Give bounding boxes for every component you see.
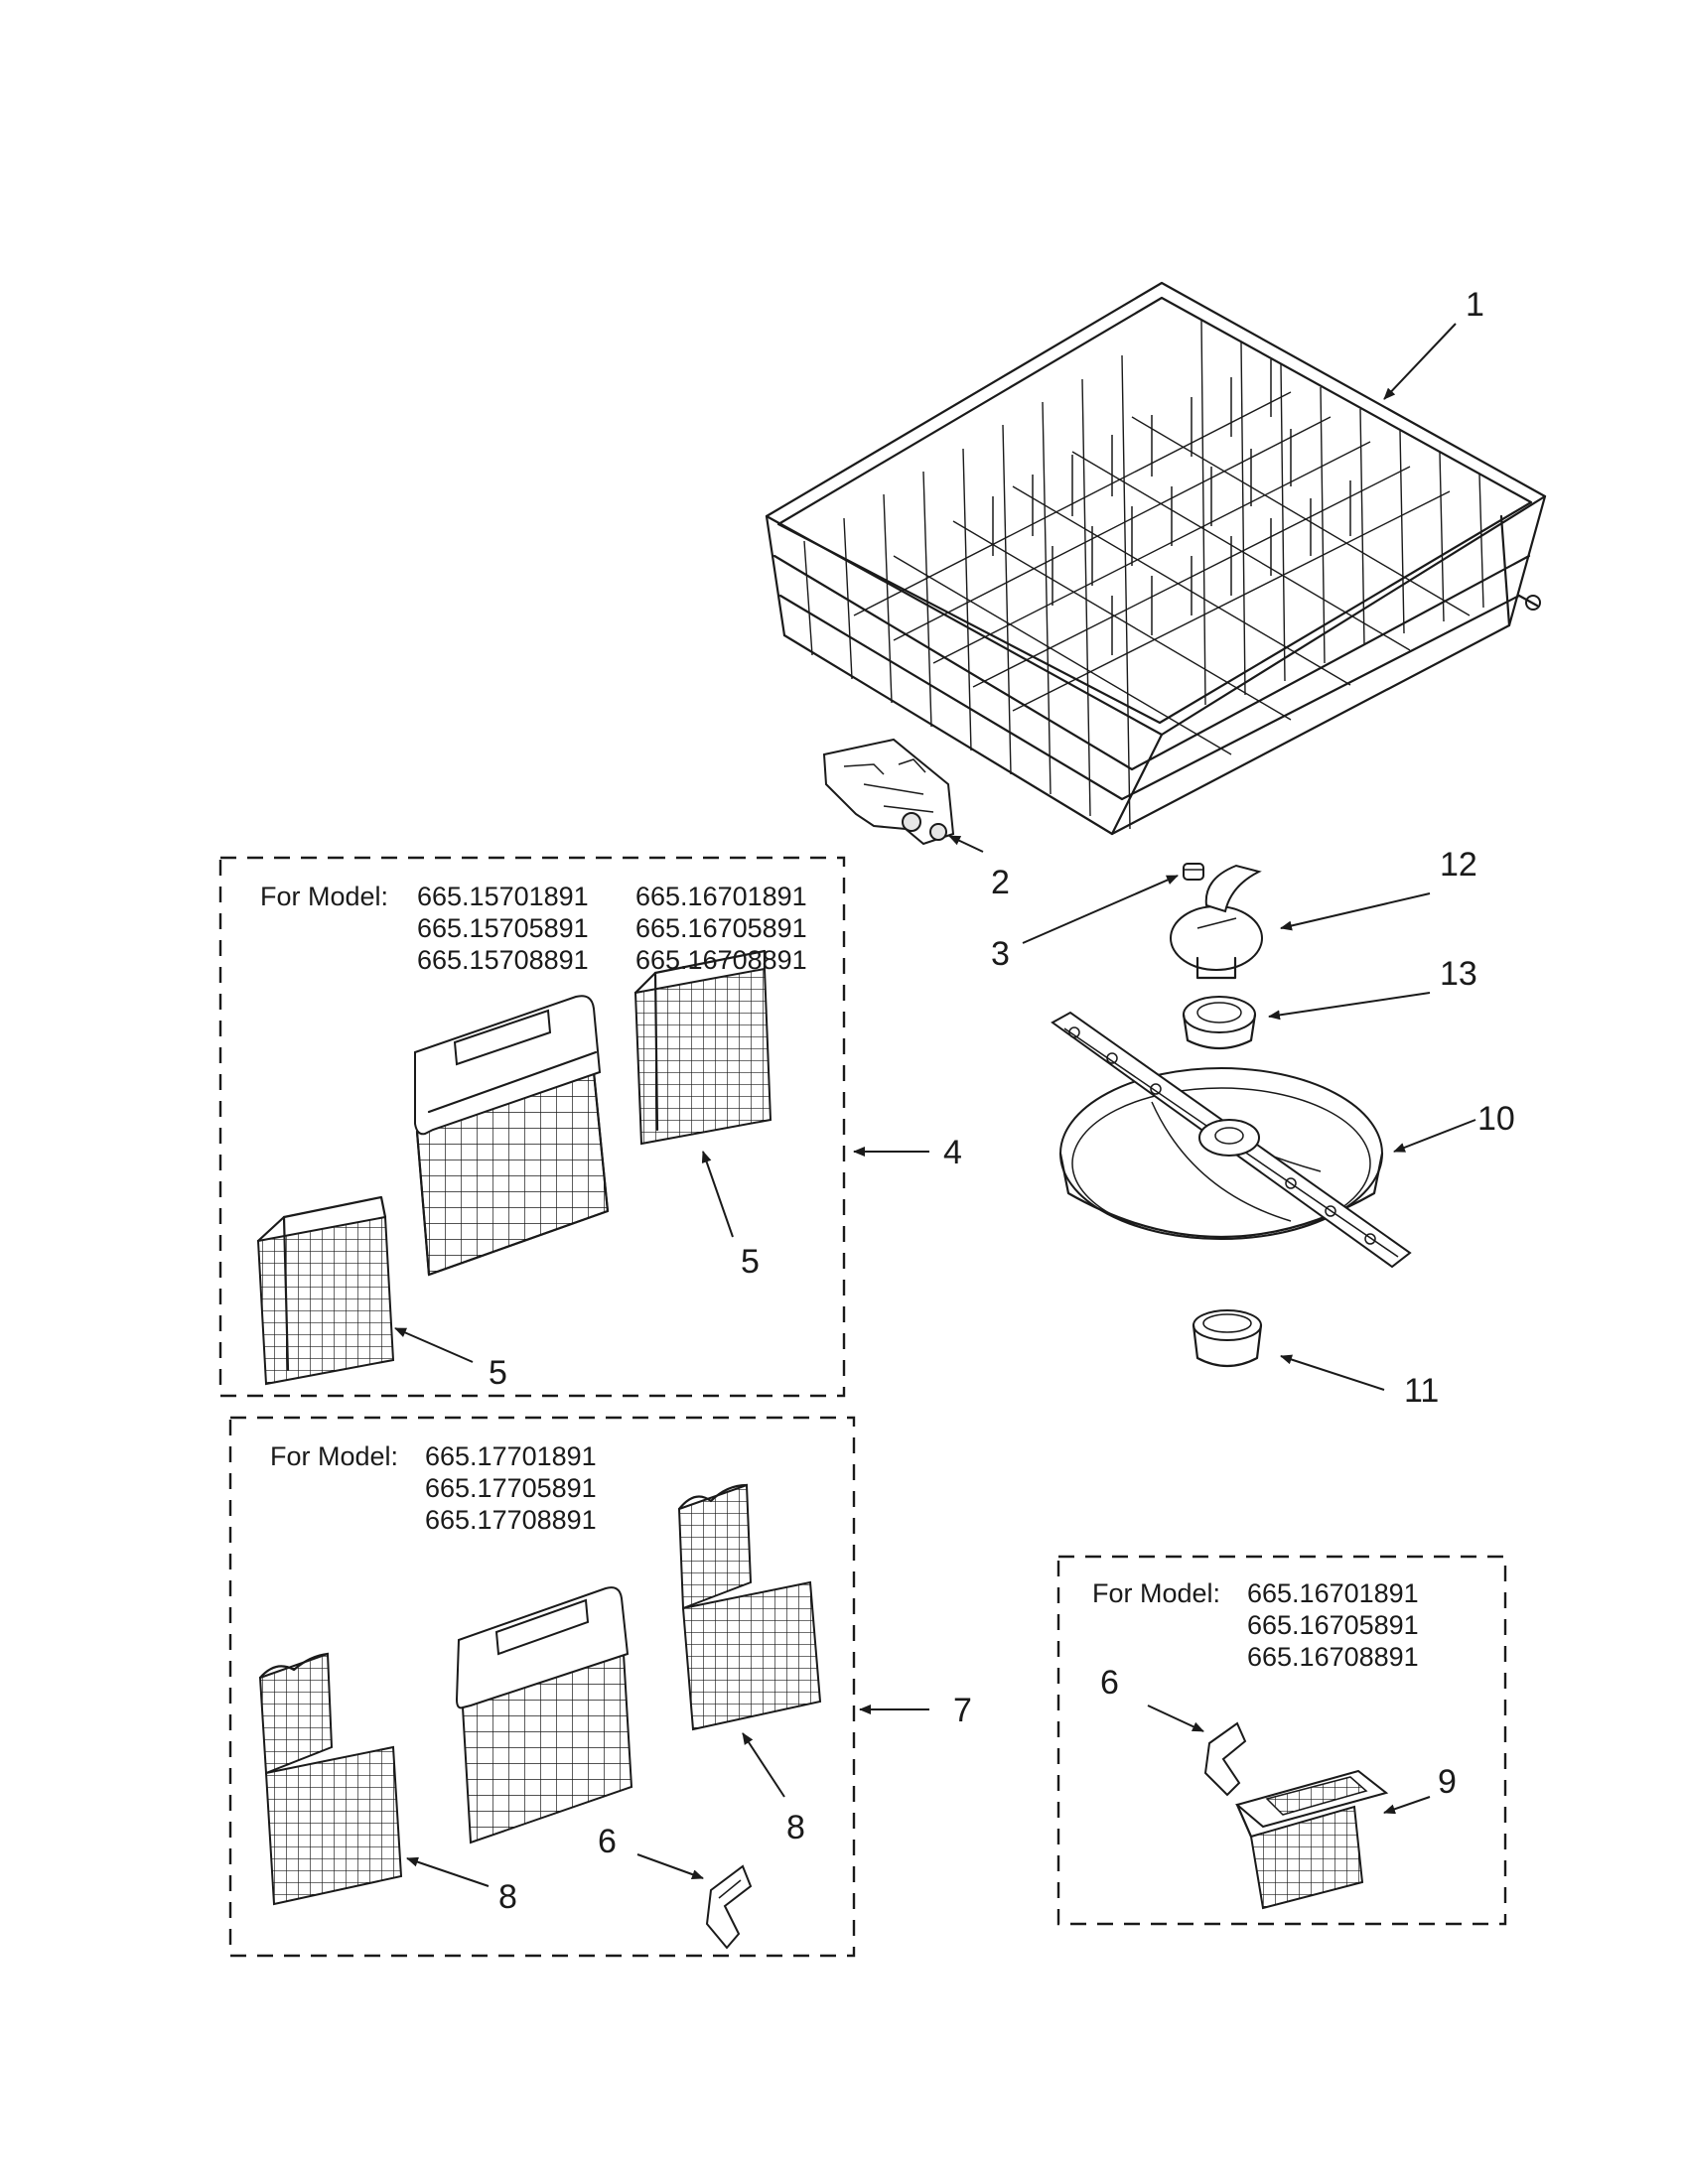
leader-lines xyxy=(394,323,1476,1887)
lower-dish-rack xyxy=(765,281,1547,836)
group-a-model-2: 665.15705891 xyxy=(417,913,589,943)
callout-7: 7 xyxy=(953,1692,972,1729)
group-c-for-model: For Model: xyxy=(1092,1578,1220,1608)
rack-wheel-clip xyxy=(822,738,955,846)
model-group-c-box xyxy=(1056,1555,1507,1926)
group-a-for-model: For Model: xyxy=(260,882,388,911)
group-b-basket-lidded-left xyxy=(258,1652,403,1906)
group-c-model-1: 665.16701891 xyxy=(1247,1578,1419,1608)
callout-3: 3 xyxy=(991,935,1010,973)
group-a-model-5: 665.16705891 xyxy=(635,913,807,943)
group-a-model-4: 665.16701891 xyxy=(635,882,807,911)
group-c-model-2: 665.16705891 xyxy=(1247,1610,1419,1640)
callout-8b: 8 xyxy=(498,1878,517,1916)
group-b-model-1: 665.17701891 xyxy=(425,1441,597,1471)
group-a-model-1: 665.15701891 xyxy=(417,882,589,911)
group-a-silverware-basket xyxy=(414,995,610,1277)
group-b-basket-lidded-right xyxy=(677,1483,822,1731)
callout-4: 4 xyxy=(943,1134,962,1171)
callout-5b: 5 xyxy=(489,1354,507,1392)
bearing-ring xyxy=(1182,996,1257,1050)
model-group-a-label: For Model: 665.15701891 665.15705891 665… xyxy=(260,882,807,975)
callout-9: 9 xyxy=(1438,1763,1457,1801)
model-group-b-box xyxy=(228,1416,856,1958)
group-c-model-3: 665.16708891 xyxy=(1247,1642,1419,1672)
callout-5a: 5 xyxy=(741,1243,760,1281)
group-b-basket-handle-clip xyxy=(705,1864,753,1950)
group-b-for-model: For Model: xyxy=(270,1441,398,1471)
model-group-b-label: For Model: 665.17701891 665.17705891 665… xyxy=(270,1441,597,1535)
model-group-c-label: For Model: 665.16701891 665.16705891 665… xyxy=(1092,1578,1419,1672)
group-a-basket-small-left xyxy=(256,1195,395,1386)
callout-6b: 6 xyxy=(1100,1664,1119,1702)
group-a-basket-small-right xyxy=(633,949,772,1146)
group-c-basket-handle-clip xyxy=(1203,1721,1247,1797)
callout-1: 1 xyxy=(1466,286,1484,324)
callout-2: 2 xyxy=(991,864,1010,901)
spray-arm-stem xyxy=(1183,863,1204,881)
group-b-silverware-basket xyxy=(455,1586,633,1844)
lower-spray-arm-assembly xyxy=(1051,1011,1412,1269)
group-b-model-2: 665.17705891 xyxy=(425,1473,597,1503)
callout-10: 10 xyxy=(1477,1100,1515,1138)
callout-8a: 8 xyxy=(786,1809,805,1846)
callout-numbers: 1 2 3 4 5 5 6 6 7 8 8 9 10 11 12 13 xyxy=(489,286,1515,1916)
callout-6a: 6 xyxy=(598,1823,617,1860)
callout-13: 13 xyxy=(1440,955,1477,993)
spray-arm-mount xyxy=(1170,864,1263,980)
group-a-model-3: 665.15708891 xyxy=(417,945,589,975)
callout-12: 12 xyxy=(1440,846,1477,884)
spray-arm-seal xyxy=(1192,1309,1263,1368)
model-group-a-box xyxy=(218,856,846,1398)
callout-11: 11 xyxy=(1404,1372,1439,1410)
group-c-basket-small xyxy=(1234,1769,1389,1910)
group-b-model-3: 665.17708891 xyxy=(425,1505,597,1535)
